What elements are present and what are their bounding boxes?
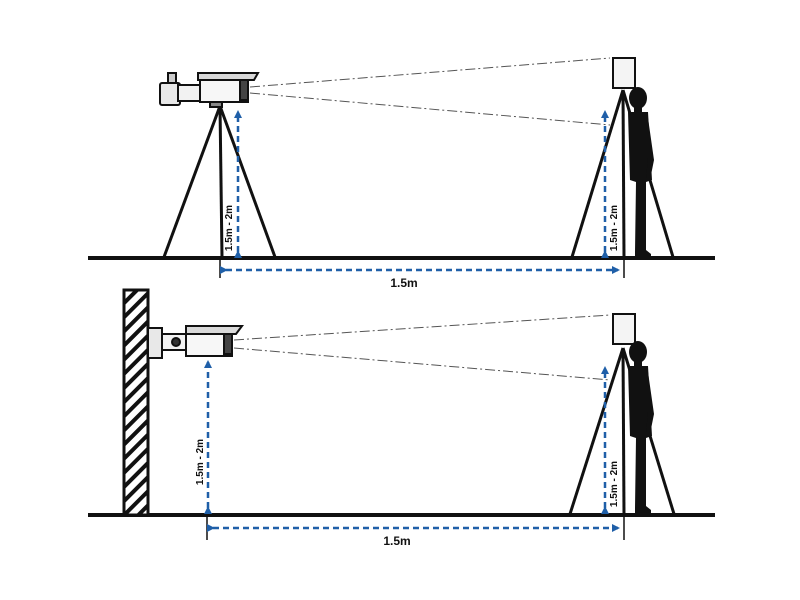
sight-lines [249, 57, 611, 126]
target-height-label: 1.5m - 2m [609, 205, 620, 251]
camera-tripod [162, 105, 277, 258]
target-tripod [568, 347, 676, 515]
target-height-label: 1.5m - 2m [609, 461, 620, 507]
wall-hatched [122, 288, 150, 517]
target-tripod [570, 89, 675, 258]
panel-wall: 1.5m - 2m 1.5m - 2m 1.5m [88, 288, 715, 548]
bullet-camera-icon [147, 325, 244, 359]
target-board [612, 57, 636, 89]
person-silhouette [628, 341, 654, 514]
distance-label: 1.5m [383, 534, 410, 548]
camera-height-label: 1.5m - 2m [224, 205, 235, 251]
sight-lines [233, 314, 611, 381]
target-board [612, 313, 636, 345]
person-silhouette [628, 87, 654, 258]
panel-tripod: 1.5m - 2m 1.5m - 2m 1.5m [88, 57, 715, 290]
bullet-camera-icon [159, 72, 260, 108]
camera-height-label: 1.5m - 2m [195, 439, 206, 485]
distance-label: 1.5m [390, 276, 417, 290]
